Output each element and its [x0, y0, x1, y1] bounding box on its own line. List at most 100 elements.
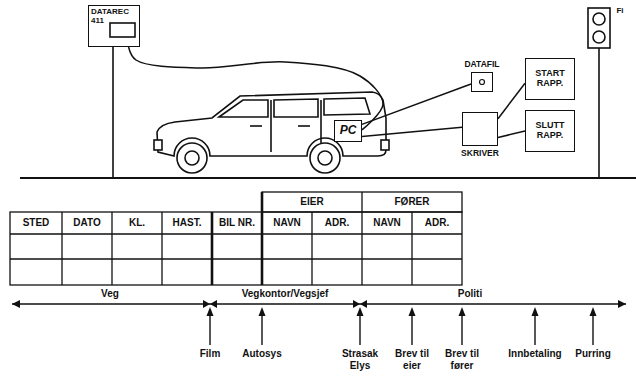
- node-text: SKRIVER: [461, 149, 499, 158]
- table-header: BIL NR.: [213, 217, 261, 229]
- timeline-arrow-shaft: [592, 312, 593, 345]
- car-part: [318, 151, 332, 165]
- road-line-part: [20, 177, 636, 179]
- car-part: [381, 140, 389, 150]
- step-label: Innbetaling: [502, 348, 568, 360]
- timeline-arrow-head: [259, 307, 266, 316]
- timeline-arrow-head: [532, 307, 539, 316]
- timeline-arrows: [207, 307, 597, 345]
- table-grid-part: [61, 212, 62, 285]
- step-label: Purring: [570, 348, 616, 360]
- timeline-arrow-shaft: [209, 312, 210, 345]
- connector: [498, 131, 525, 138]
- timeline-arrow-shaft: [411, 312, 412, 345]
- car-part: [310, 143, 340, 173]
- table-grid-part: [161, 212, 162, 285]
- timeline-part: [618, 300, 626, 308]
- timeline-arrow-head: [409, 307, 416, 316]
- timeline-part: [12, 300, 20, 308]
- timeline-arrow-head: [357, 307, 364, 316]
- car-part: [185, 151, 199, 165]
- report-box: START RAPP.: [525, 58, 575, 100]
- timeline-arrow-head: [590, 307, 597, 316]
- car-part: [177, 143, 207, 173]
- timeline-arrow-shaft: [534, 312, 535, 345]
- car-part: [298, 125, 310, 127]
- timeline-arrow-shaft: [359, 312, 360, 345]
- report-box: SLUTT RAPP.: [525, 110, 575, 152]
- traffic-light-part: [598, 48, 600, 178]
- car-part: [219, 100, 268, 117]
- road-line: [20, 177, 636, 179]
- node-text: SLUTT RAPP.: [529, 121, 571, 141]
- table-grid-part: [10, 258, 462, 259]
- table-header: ADR.: [313, 217, 361, 229]
- table-grid-part: [361, 192, 362, 285]
- car-part: [324, 98, 370, 115]
- step-label: Brev til eier: [389, 348, 435, 371]
- disk-symbol: [472, 73, 492, 91]
- table-grid-part: [111, 212, 112, 285]
- timeline-part: [210, 300, 217, 308]
- step-label: Strasak Elys: [337, 348, 383, 371]
- cut-off-text: Fi: [612, 6, 628, 15]
- traffic-light-part: [593, 13, 605, 25]
- connector: [498, 83, 525, 119]
- node-text: PC: [340, 124, 357, 137]
- timeline-part: [12, 303, 626, 304]
- connector: [129, 47, 383, 130]
- table-grid-part: [10, 212, 462, 285]
- table-header: DATO: [63, 217, 111, 229]
- disk-hole: [480, 80, 485, 85]
- timeline-arrow-shaft: [461, 312, 462, 345]
- step-label: Film: [190, 348, 230, 360]
- car-part: [274, 99, 318, 117]
- car-part: [154, 140, 162, 150]
- car: [154, 92, 389, 173]
- step-label: Brev til fører: [439, 348, 485, 371]
- timeline-arrow-head: [459, 307, 466, 316]
- printer-box: SKRIVER: [462, 112, 498, 146]
- recorder-box: DATAREC 411: [88, 5, 140, 47]
- step-label: Autosys: [237, 348, 287, 360]
- table-grid-part: [261, 192, 264, 285]
- table-header: KL.: [113, 217, 161, 229]
- table-header: EIER: [288, 196, 336, 208]
- datarec-pole-part: [112, 47, 114, 178]
- table-header: ADR.: [413, 217, 461, 229]
- car-part: [270, 100, 272, 152]
- timeline: [12, 300, 626, 308]
- table-grid: [10, 192, 462, 285]
- traffic-light: [588, 8, 610, 178]
- connector: [362, 127, 462, 136]
- table-grid-part: [211, 212, 214, 285]
- car-part: [250, 125, 262, 127]
- timeline-part: [353, 300, 360, 308]
- phase-label: Politi: [445, 288, 495, 300]
- phase-label: Vegkontor/Vegsjef: [220, 288, 350, 300]
- node-text: DATAREC 411: [91, 8, 131, 26]
- node-text: DATAFIL: [464, 60, 499, 69]
- table-header: NAVN: [363, 217, 411, 229]
- node-text: START RAPP.: [529, 69, 571, 89]
- traffic-light-part: [593, 31, 605, 43]
- timeline-part: [360, 300, 367, 308]
- table-grid-part: [10, 233, 462, 234]
- phase-label: Veg: [90, 288, 130, 300]
- connector: [362, 84, 471, 124]
- timeline-part: [203, 300, 210, 308]
- traffic-light-part: [588, 8, 610, 48]
- timeline-arrow-head: [207, 307, 214, 316]
- datarec-pole-part: [110, 23, 135, 37]
- table-header: FØRER: [388, 196, 436, 208]
- table-grid-part: [311, 212, 312, 285]
- table-header: HAST.: [163, 217, 211, 229]
- table-header: NAVN: [263, 217, 311, 229]
- table-grid-part: [411, 212, 412, 285]
- pc-box: PC: [334, 120, 362, 142]
- data-file-box: DATAFIL: [471, 72, 493, 92]
- table-header: STED: [12, 217, 60, 229]
- timeline-arrow-shaft: [261, 312, 262, 345]
